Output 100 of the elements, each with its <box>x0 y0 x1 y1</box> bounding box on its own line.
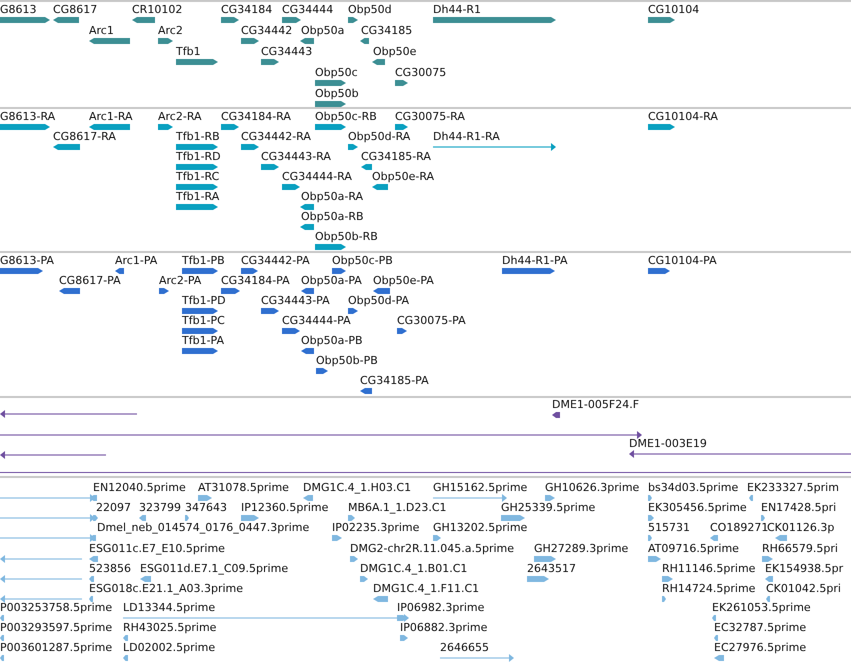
feature-label: CK01126.3p <box>767 521 834 535</box>
feature-label: CG34185-RA <box>361 150 431 164</box>
feature-label: Dh44-R1-RA <box>433 130 500 144</box>
feature-label: EK261053.5prime <box>712 601 811 615</box>
feature-label: MB6A.1_1.D23.C1 <box>348 501 447 515</box>
feature-label: RH11146.5prime <box>662 562 756 576</box>
feature-label: 2643517 <box>527 562 576 576</box>
feature-label: AT31078.5prime <box>198 481 289 495</box>
feature-label: Obp50e <box>373 45 416 59</box>
feature-label: CG34443 <box>261 45 312 59</box>
feature-label: G8613-PA <box>0 254 54 268</box>
feature-label: P003253758.5prime <box>0 601 112 615</box>
feature-label: DME1-003E19 <box>629 437 707 451</box>
feature-label: EN17428.5pri <box>761 501 836 515</box>
feature-label: RH66579.5pri <box>762 542 838 556</box>
feature-label: IP06882.3prime <box>400 621 488 635</box>
feature-label: LD13344.5prime <box>123 601 216 615</box>
feature-label: CG8617-PA <box>59 274 121 288</box>
feature-label: Obp50d-RA <box>348 130 410 144</box>
feature-label: CG34443-PA <box>261 294 330 308</box>
feature-label: Arc1-RA <box>89 110 133 124</box>
feature-label: CG30075-PA <box>397 314 466 328</box>
feature-label: Obp50b-PB <box>316 354 378 368</box>
feature-label: 523856 <box>89 562 131 576</box>
feature-label: Dh44-R1-PA <box>502 254 568 268</box>
feature-label: CG34442-RA <box>241 130 311 144</box>
feature-label: GH13202.5prime <box>433 521 528 535</box>
feature-label: Obp50b-RB <box>315 230 378 244</box>
feature-label: CG8617 <box>53 3 98 17</box>
feature-label: Tfb1-RC <box>176 170 220 184</box>
feature-label: CR10102 <box>132 3 182 17</box>
feature-label: 2646655 <box>440 641 489 655</box>
feature-label: CG34184 <box>221 3 272 17</box>
feature-label: ESG018c.E21.1_A03.3prime <box>89 582 243 596</box>
feature-label: Tfb1-PD <box>182 294 226 308</box>
feature-label: G8613 <box>0 3 37 17</box>
feature-label: CG34443-RA <box>261 150 331 164</box>
feature-label: EK305456.5prime <box>648 501 747 515</box>
feature-label: CG8617-RA <box>53 130 116 144</box>
feature-label: CG34444-PA <box>282 314 351 328</box>
feature-label: Tfb1 <box>176 45 201 59</box>
feature-label: IP12360.5prime <box>241 501 328 515</box>
feature-label: 515731 <box>648 521 690 535</box>
feature-label: 22097 <box>96 501 131 515</box>
feature-label: Obp50a-RB <box>301 210 364 224</box>
feature-label: EN12040.5prime <box>93 481 186 495</box>
feature-label: Arc2-RA <box>158 110 202 124</box>
feature-label: Arc2 <box>158 24 183 38</box>
feature-label: CG34442-PA <box>241 254 310 268</box>
feature-label: CG30075 <box>395 66 446 80</box>
feature-label: Obp50d-PA <box>348 294 410 308</box>
feature-label: CG34444-RA <box>282 170 352 184</box>
feature-label: EC27976.5prime <box>714 641 806 655</box>
feature-label: DME1-005F24.F <box>552 398 640 412</box>
feature-label: RH14724.5prime <box>662 582 756 596</box>
feature-label: Obp50a-RA <box>301 190 364 204</box>
feature-label: Arc1 <box>89 24 114 38</box>
feature-label: CG34184-PA <box>221 274 290 288</box>
feature-label: G8613-RA <box>0 110 56 124</box>
feature-label: Tfb1-PB <box>182 254 225 268</box>
feature-label: Obp50a-PA <box>301 274 362 288</box>
feature-label: ESG011d.E7.1_C09.5prime <box>140 562 288 576</box>
feature-label: GH25339.5prime <box>501 501 596 515</box>
feature-label: CG10104-RA <box>648 110 718 124</box>
feature-label: 323799 <box>139 501 181 515</box>
feature-label: GH10626.3prime <box>545 481 640 495</box>
feature-label: Dh44-R1 <box>433 3 482 17</box>
feature-label: CK01042.5pri <box>766 582 841 596</box>
feature-label: 347643 <box>185 501 227 515</box>
feature-label: DMG1C.4_1.B01.C1 <box>360 562 468 576</box>
feature-label: IP06982.3prime <box>397 601 484 615</box>
feature-label: Obp50e-PA <box>373 274 434 288</box>
feature-label: CG10104-PA <box>648 254 717 268</box>
feature-label: Obp50a-PB <box>301 334 363 348</box>
feature-label: Obp50d <box>348 3 392 17</box>
feature-label: bs34d03.5prime <box>648 481 738 495</box>
feature-label: CO189271 <box>710 521 768 535</box>
feature-label: DMG1C.4_1.F11.C1 <box>373 582 480 596</box>
feature-label: Arc1-PA <box>115 254 158 268</box>
feature-label: AT09716.5prime <box>648 542 739 556</box>
feature-label: P003601287.5prime <box>0 641 112 655</box>
feature-label: Arc2-PA <box>159 274 202 288</box>
feature-label: EK154938.5pr <box>765 562 844 576</box>
feature-label: CG30075-RA <box>395 110 465 124</box>
feature-label: CG34184-RA <box>221 110 291 124</box>
feature-label: GH27289.3prime <box>534 542 628 556</box>
feature-label: Obp50c-RB <box>315 110 377 124</box>
feature-label: Dmel_neb_014574_0176_0447.3prime <box>97 521 310 535</box>
feature-label: Obp50a <box>301 24 344 38</box>
feature-label: DMG2-chr2R.11.045.a.5prime <box>350 542 514 556</box>
feature-label: CG34185-PA <box>360 374 429 388</box>
feature-label: Tfb1-PA <box>182 334 224 348</box>
feature-label: DMG1C.4_1.H03.C1 <box>303 481 412 495</box>
feature-label: CG34444 <box>282 3 334 17</box>
feature-label: CG34185 <box>361 24 412 38</box>
feature-label: CG34442 <box>241 24 292 38</box>
feature-label: Tfb1-RB <box>176 130 220 144</box>
feature-label: Tfb1-PC <box>182 314 225 328</box>
feature-label: Tfb1-RD <box>176 150 221 164</box>
feature-label: Tfb1-RA <box>176 190 220 204</box>
